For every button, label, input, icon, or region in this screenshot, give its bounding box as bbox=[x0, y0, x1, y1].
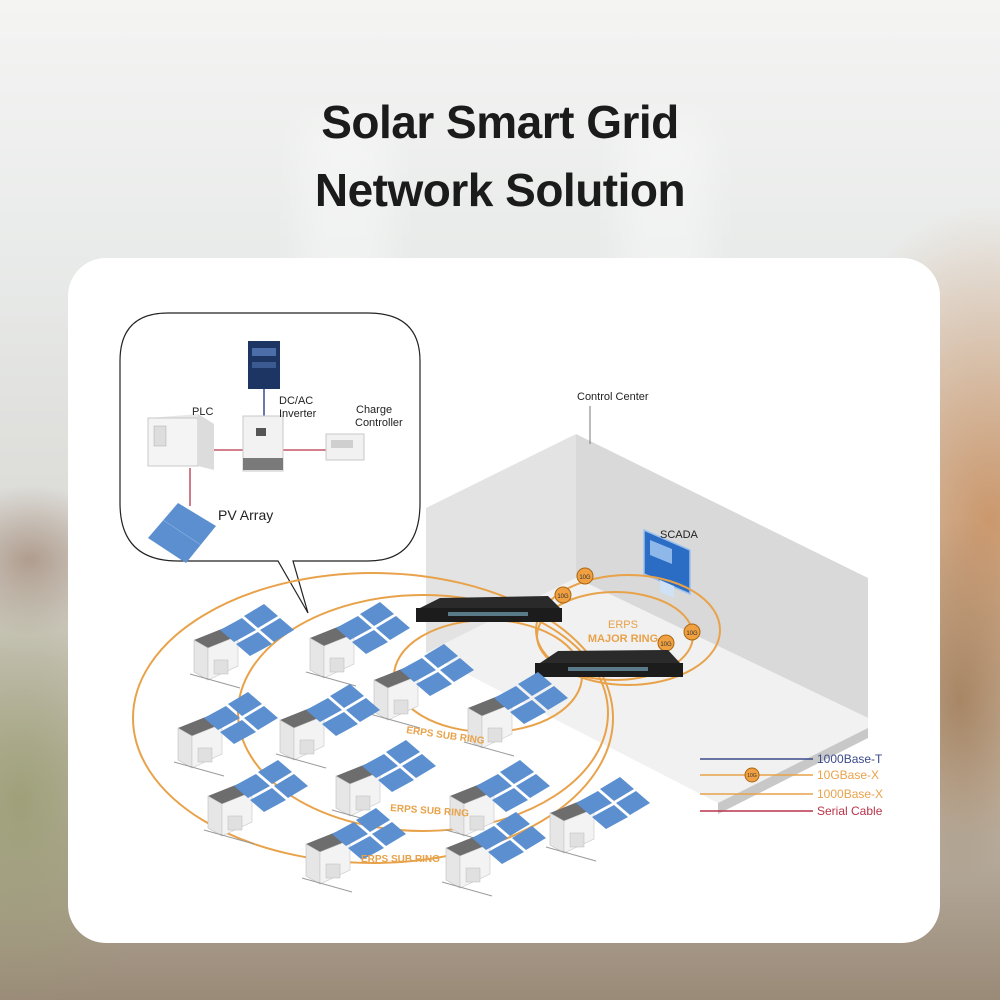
legend-item-serial-cable: Serial Cable bbox=[700, 804, 883, 818]
svg-text:10G: 10G bbox=[686, 631, 698, 637]
title-line-2: Network Solution bbox=[314, 164, 686, 216]
solar-station bbox=[275, 683, 381, 769]
sub-ring-3 bbox=[132, 572, 614, 864]
industrial-switch-2 bbox=[535, 650, 683, 677]
badge-10g: 10G bbox=[554, 586, 572, 604]
inverter-device-icon bbox=[242, 415, 284, 472]
solar-station bbox=[173, 691, 279, 777]
badges: 10G 10G 10G 10G bbox=[554, 567, 701, 652]
legend-item-10gbase-x: 10G 10GBase-X bbox=[700, 767, 879, 783]
svg-text:10G: 10G bbox=[557, 594, 569, 600]
legend: 1000Base-T 10G 10GBase-X 1000Base-X Seri… bbox=[700, 752, 883, 818]
scada-label: SCADA bbox=[660, 529, 699, 541]
svg-text:10G: 10G bbox=[660, 642, 672, 648]
plc-label: PLC bbox=[192, 406, 213, 418]
badge-10g: 10G bbox=[683, 623, 701, 641]
badge-10g: 10G bbox=[657, 634, 675, 652]
title-line-1: Solar Smart Grid bbox=[321, 96, 679, 148]
major-ring-outer bbox=[535, 574, 721, 686]
charge-label-1: Charge bbox=[356, 404, 392, 416]
pv-array-label: PV Array bbox=[218, 507, 273, 523]
charge-label-2: Controller bbox=[355, 417, 403, 429]
solar-station bbox=[301, 807, 407, 893]
svg-text:1000Base-X: 1000Base-X bbox=[817, 787, 883, 801]
plc-device-icon bbox=[147, 414, 214, 470]
svg-text:10G: 10G bbox=[579, 575, 591, 581]
page-title: Solar Smart Grid Network Solution bbox=[0, 88, 1000, 224]
badge-10g: 10G bbox=[576, 567, 594, 585]
pv-array-icon bbox=[148, 503, 216, 563]
svg-text:1000Base-T: 1000Base-T bbox=[817, 752, 883, 766]
legend-item-1000base-t: 1000Base-T bbox=[700, 752, 883, 766]
sub-ring-label-3: ERPS SUB RING bbox=[361, 854, 440, 865]
control-center-label: Control Center bbox=[577, 391, 649, 403]
inverter-label-2: Inverter bbox=[279, 408, 317, 420]
solar-station bbox=[203, 759, 309, 845]
major-ring-label-1: ERPS bbox=[608, 619, 638, 631]
diagram-card: PLC DC/AC Inverter Charge Controller PV … bbox=[68, 258, 940, 943]
sub-ring-2 bbox=[237, 594, 609, 832]
svg-text:10G: 10G bbox=[747, 773, 757, 779]
svg-text:Serial Cable: Serial Cable bbox=[817, 804, 883, 818]
solar-station bbox=[189, 603, 295, 689]
industrial-switch-1 bbox=[416, 596, 562, 622]
svg-text:10GBase-X: 10GBase-X bbox=[817, 768, 879, 782]
major-ring-label-2: MAJOR RING bbox=[588, 633, 658, 645]
callout-devices bbox=[147, 341, 365, 563]
charge-controller-icon bbox=[325, 433, 365, 461]
network-diagram: PLC DC/AC Inverter Charge Controller PV … bbox=[119, 312, 883, 897]
inverter-label-1: DC/AC bbox=[279, 395, 313, 407]
legend-item-1000base-x: 1000Base-X bbox=[700, 787, 883, 801]
solar-station bbox=[545, 776, 651, 862]
